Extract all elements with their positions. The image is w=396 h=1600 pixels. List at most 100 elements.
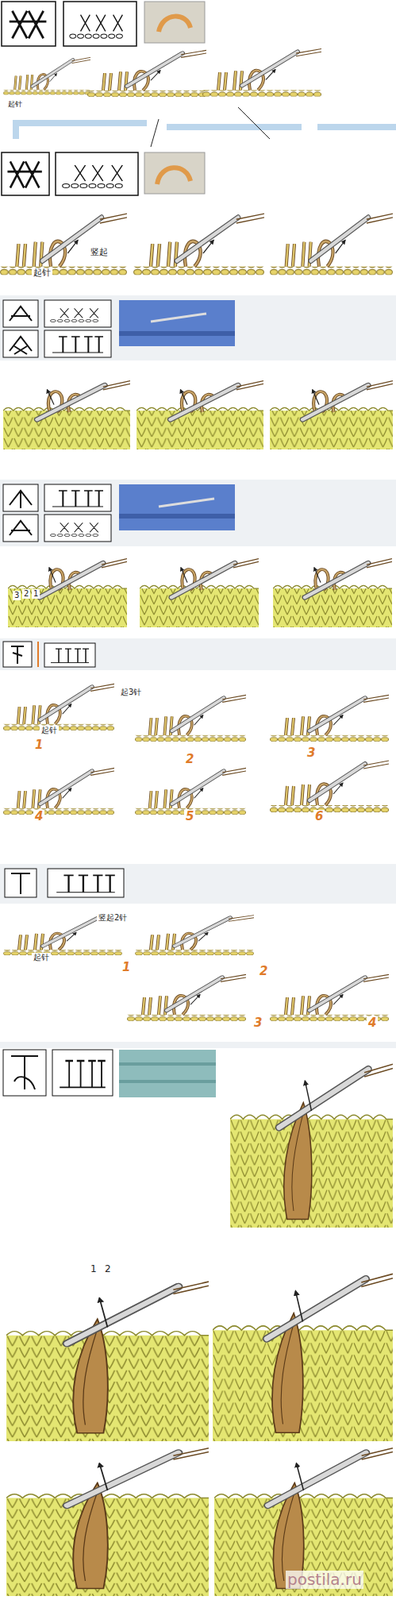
stitch-drawing — [60, 165, 133, 189]
stitch-drawing — [136, 380, 264, 450]
stitch-drawing — [0, 638, 396, 670]
stitch-drawing — [119, 513, 235, 519]
stitch-drawing — [52, 1049, 113, 1096]
stitch-drawing — [0, 1041, 396, 1048]
stitch-drawing — [269, 694, 389, 742]
stitch-drawing — [0, 479, 396, 546]
stitch-drawing — [7, 161, 42, 188]
stitch-drawing — [150, 313, 207, 322]
stitch-drawing — [9, 306, 32, 321]
stitch-drawing — [119, 484, 235, 531]
callout-number: 1 — [88, 1263, 99, 1275]
stitch-drawing — [15, 123, 396, 139]
callout-number: 2 — [22, 588, 31, 599]
step-number: 6 — [313, 809, 325, 823]
stitch-drawing — [269, 760, 389, 812]
stitch-drawing — [0, 295, 396, 361]
stitch-drawing — [119, 1063, 216, 1081]
stitch-drawing — [11, 1055, 39, 1089]
callout-number: 3 — [12, 590, 21, 600]
stitch-drawing — [63, 1, 137, 47]
stitch-drawing — [49, 522, 108, 537]
stitch-drawing — [6, 1447, 209, 1596]
stitch-drawing — [126, 973, 247, 1021]
callout-number: 1 — [31, 588, 40, 599]
stitch-drawing — [3, 299, 39, 327]
stitch-drawing — [59, 1060, 106, 1087]
stitch-drawing — [212, 1272, 393, 1441]
stitch-drawing — [157, 167, 191, 185]
stitch-drawing — [50, 648, 89, 662]
stitch-drawing — [269, 213, 393, 275]
stitch-drawing — [144, 1, 205, 43]
stitch-drawing — [134, 915, 254, 955]
stitch-drawing — [214, 1447, 393, 1596]
stitch-drawing — [4, 868, 37, 897]
stitch-drawing — [52, 490, 104, 507]
stitch-drawing — [3, 57, 91, 95]
stitch-drawing — [144, 152, 205, 194]
stitch-drawing — [47, 868, 124, 897]
stitch-drawing — [3, 514, 39, 542]
stitch-drawing — [44, 299, 112, 327]
stitch-drawing — [44, 330, 112, 358]
stitch-drawing — [134, 767, 247, 815]
stitch-drawing — [0, 863, 396, 904]
stitch-drawing — [44, 514, 112, 542]
stitch-drawing — [7, 558, 127, 627]
step-number: 1 — [33, 738, 45, 752]
stitch-drawing — [9, 336, 32, 354]
stitch-drawing — [3, 767, 115, 815]
chain-note: 起针 — [31, 268, 53, 279]
step-number: 3 — [252, 1015, 264, 1030]
stitch-drawing — [44, 642, 96, 667]
turning-note: 竖起 — [88, 247, 110, 258]
stitch-drawing — [56, 874, 116, 892]
step-number: 3 — [305, 745, 317, 760]
stitch-drawing — [3, 380, 131, 450]
step-number: 5 — [184, 809, 196, 823]
stitch-drawing — [87, 49, 207, 97]
step-number: 4 — [366, 1015, 378, 1030]
step-number: 1 — [120, 960, 132, 974]
stitch-drawing — [119, 1049, 216, 1097]
stitch-drawing — [49, 307, 108, 323]
stitch-drawing — [269, 973, 389, 1021]
stitch-drawing — [68, 15, 132, 40]
stitch-drawing — [272, 558, 393, 627]
stitch-drawing — [269, 380, 393, 450]
stitch-drawing — [3, 484, 39, 512]
stitch-drawing — [119, 330, 235, 336]
stitch-drawing — [9, 11, 47, 39]
stitch-drawing — [150, 107, 270, 147]
stitch-drawing — [202, 49, 322, 97]
step-number: 2 — [257, 964, 270, 978]
stitch-drawing — [1, 1, 56, 47]
stitch-drawing — [158, 16, 191, 32]
stitch-drawing — [3, 1049, 47, 1096]
stitch-drawing — [9, 520, 32, 535]
stitch-drawing — [37, 641, 39, 667]
stitch-drawing — [11, 872, 31, 894]
step-number: 4 — [33, 809, 45, 823]
stitch-drawing — [133, 213, 265, 275]
stitch-drawing — [52, 336, 104, 353]
stitch-drawing — [3, 641, 32, 667]
stitch-drawing — [119, 299, 235, 347]
stitch-drawing — [11, 645, 24, 664]
turning-note: 竖起2针 — [96, 912, 129, 923]
stitch-drawing — [158, 498, 215, 507]
stitch-drawing — [9, 490, 32, 508]
stitch-drawing — [1, 152, 50, 196]
stitch-drawing — [139, 558, 259, 627]
stitch-drawing — [3, 330, 39, 358]
step-number: 2 — [184, 752, 196, 766]
stitch-drawing — [134, 694, 247, 742]
stitch-drawing — [6, 1280, 209, 1441]
watermark: postila.ru — [285, 1569, 364, 1588]
stitch-drawing — [55, 152, 139, 196]
chain-note: 起3针 — [119, 687, 143, 697]
